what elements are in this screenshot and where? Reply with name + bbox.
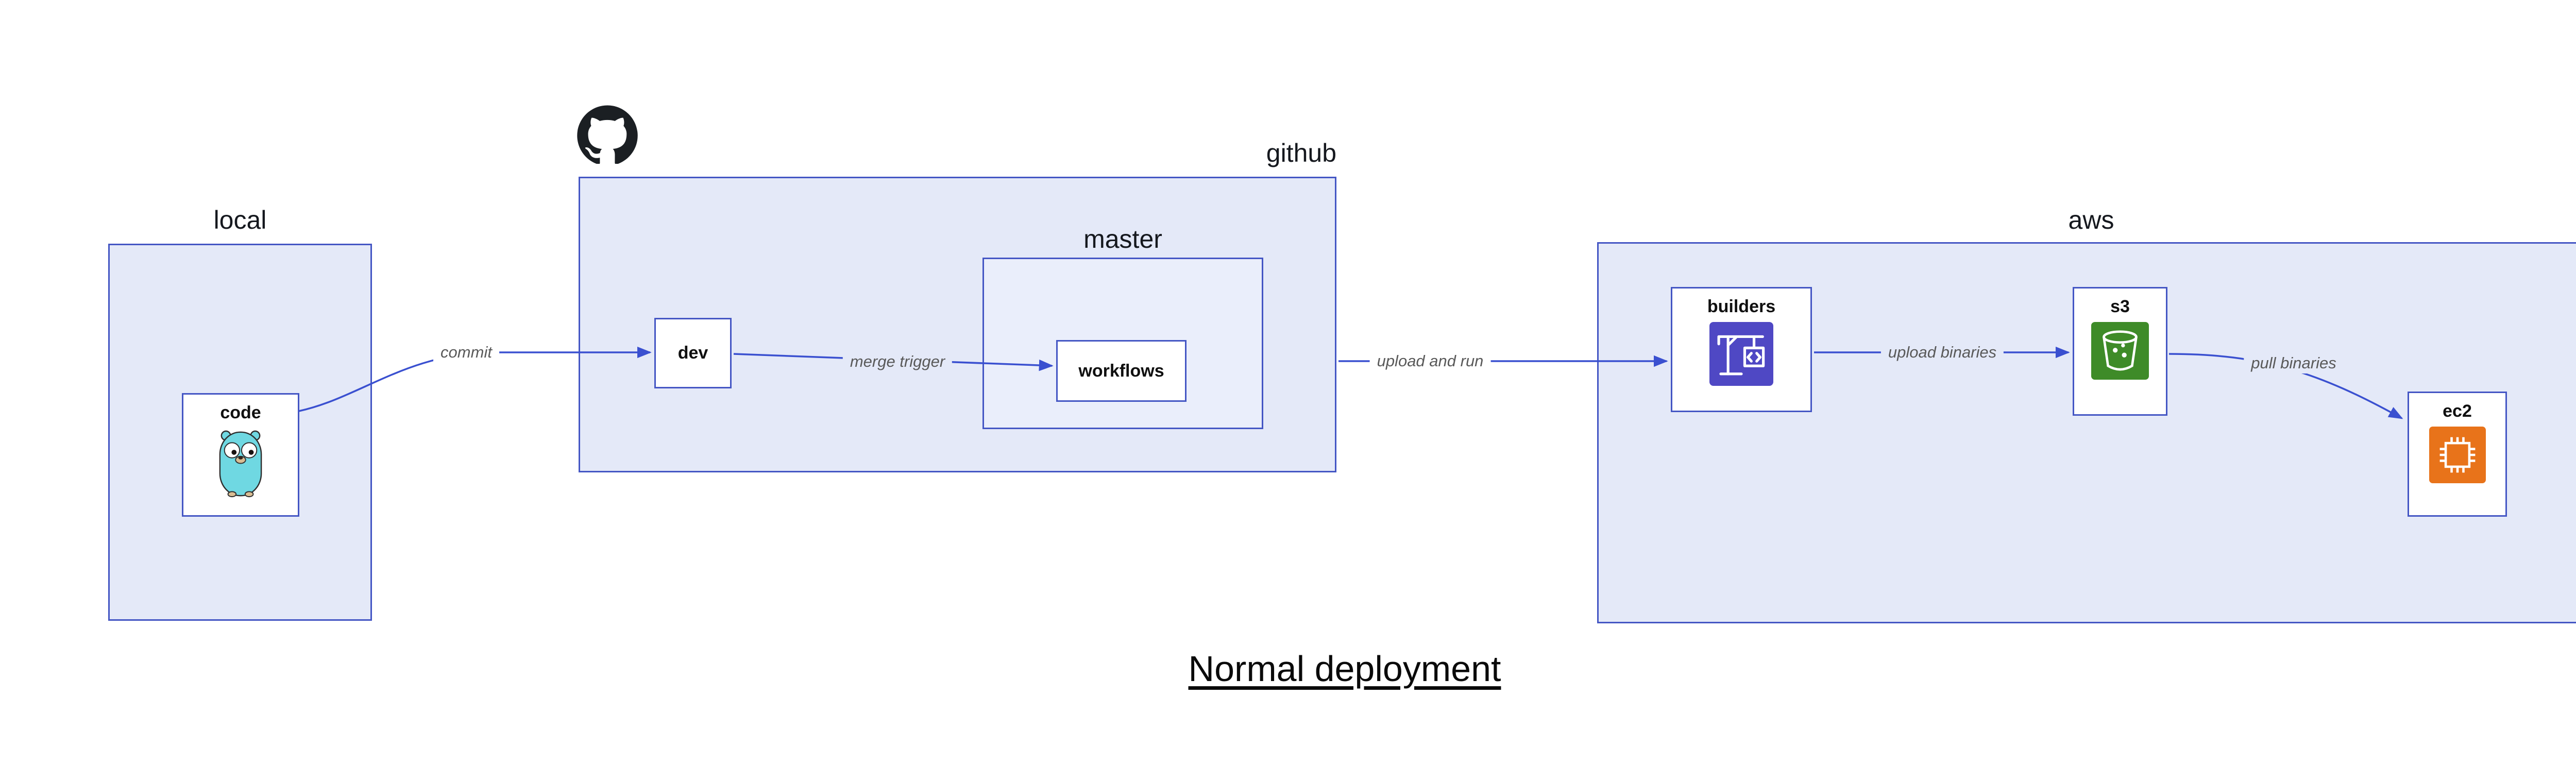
group-github-label: github (1266, 139, 1336, 167)
group-aws-label: aws (2068, 206, 2114, 234)
group-local-label: local (213, 206, 267, 234)
node-workflows-label: workflows (1078, 361, 1164, 381)
edge-label-merge-trigger: merge trigger (842, 351, 953, 372)
edge-label-upload-binaries: upload binaries (1880, 342, 2004, 363)
edge-label-commit: commit (433, 342, 499, 363)
edge-label-pull-binaries: pull binaries (2244, 353, 2344, 373)
node-s3: s3 (2073, 287, 2167, 416)
node-builders: builders (1671, 287, 1812, 412)
node-s3-label: s3 (2110, 297, 2130, 316)
node-code: code (182, 393, 299, 517)
aws-ec2-chip-icon (2429, 427, 2486, 483)
node-ec2-label: ec2 (2443, 401, 2472, 421)
node-workflows: workflows (1056, 340, 1187, 402)
node-ec2: ec2 (2408, 392, 2507, 517)
aws-codebuild-icon (1709, 322, 1773, 386)
github-octocat-icon (577, 105, 638, 164)
group-master-label: master (1083, 225, 1162, 253)
node-dev: dev (654, 318, 732, 388)
node-builders-label: builders (1707, 297, 1776, 316)
edge-label-upload-and-run: upload and run (1369, 351, 1491, 371)
node-dev-label: dev (677, 343, 708, 363)
aws-s3-bucket-icon (2091, 322, 2149, 380)
diagram-title: Normal deployment (1188, 649, 1501, 689)
node-code-label: code (220, 403, 261, 422)
go-gopher-icon (219, 430, 262, 498)
